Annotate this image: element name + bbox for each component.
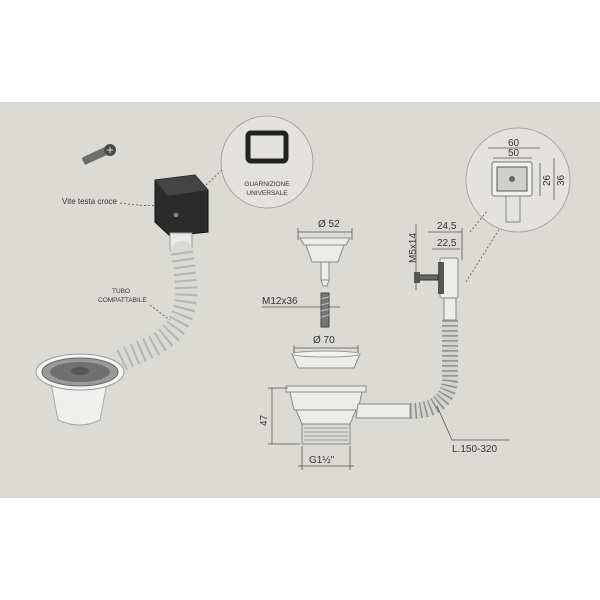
gasket-label-line1: GUARNIZIONE [244,181,290,188]
basket-cap-drawing [297,228,353,287]
overflow-front-callout [465,127,571,233]
dim-length-leader [436,405,510,441]
dim-thread: G1½" [309,455,335,466]
center-screw-drawing [320,292,330,328]
strainer-basket-image [35,353,125,426]
flex-pipe-drawing [409,318,458,419]
dim-d52: Ø 52 [318,219,340,230]
dim-22-5: 22,5 [437,238,457,249]
dim-box-50: 50 [508,148,520,159]
pipe-connector [443,297,457,321]
gasket-label-line2: UNIVERSALE [246,190,288,197]
dim-d70: Ø 70 [313,335,335,346]
overflow-head-image [154,174,209,252]
screw-image [82,144,116,165]
overflow-head-drawing [414,257,459,299]
flexible-tube-image [107,241,198,373]
dim-box-36: 36 [556,174,567,186]
gasket-leader [204,169,223,187]
screw-label: Vite testa croce [62,197,118,206]
dim-47-lines [268,387,300,445]
tube-label-line1: TUBO [112,288,130,295]
dim-m12x36: M12x36 [262,296,298,307]
tube-leader [149,304,171,321]
dim-47: 47 [259,414,270,426]
gasket-callout: GUARNIZIONE UNIVERSALE [220,115,314,209]
drain-body-drawing [285,385,411,445]
callout-leader-upper [469,209,489,233]
dim-24-5: 24,5 [437,221,457,232]
dim-length: L.150-320 [452,444,497,455]
tube-label-line2: COMPATTABILE [98,297,147,304]
dim-box-60: 60 [508,138,520,149]
flange-drawing [291,345,361,369]
callout-leader-lower [465,227,501,283]
dim-box-26: 26 [542,174,553,186]
screw-leader [119,202,161,207]
dim-m5x14: M5x14 [408,233,419,263]
dim-thread-lines [298,446,354,470]
